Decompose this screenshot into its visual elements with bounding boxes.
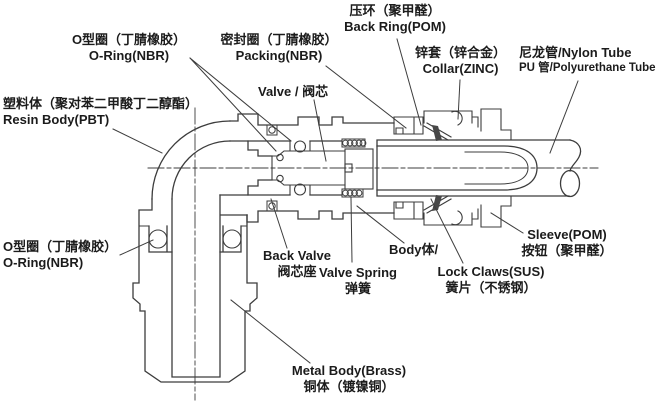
label-metal-body-zh: 铜体（镀镍铜） [303,378,395,394]
leader-lines [112,38,579,364]
label-back-valve: Back Valve 阀芯座 [256,248,338,280]
label-lock-claws: Lock Claws(SUS) 簧片（不锈钢） [435,264,547,296]
label-back-ring-zh: 压环（聚甲醛） [349,3,441,18]
label-collar: 锌套（锌合金） Collar(ZINC) [408,45,513,77]
valve-spring-section [341,138,367,198]
port-parts-bottom [393,195,512,228]
valve-outline [271,140,346,196]
label-valve-spring: Valve Spring 弹簧 [315,265,401,297]
label-back-valve-en: Back Valve [263,248,331,263]
oring-sections-metal-body [148,229,242,249]
label-oring-left-zh: O型圈（丁腈橡胶） [3,239,118,254]
label-back-ring: 压环（聚甲醛） Back Ring(POM) [336,3,454,35]
label-lock-claws-zh: 簧片（不锈钢） [445,279,537,295]
label-sleeve: Sleeve(POM) 按钮（聚甲醛） [514,227,620,259]
label-packing-en: Packing(NBR) [235,47,323,63]
label-resin-body-en: Resin Body(PBT) [3,111,110,127]
label-valve: Valve / 阀芯 [258,84,328,100]
label-body: Body体/ [389,242,438,258]
resin-body-outline [151,113,395,223]
label-packing: 密封圈（丁腈橡胶） Packing(NBR) [213,32,345,64]
centerlines [147,107,599,401]
label-oring-top: O型圈（丁腈橡胶） O-Ring(NBR) [64,32,194,64]
label-packing-zh: 密封圈（丁腈橡胶） [220,32,338,47]
label-oring-top-zh: O型圈（丁腈橡胶） [71,32,187,47]
label-valve-spring-en: Valve Spring [318,265,398,280]
label-lock-claws-en: Lock Claws(SUS) [437,264,545,279]
label-valve-spring-zh: 弹簧 [344,280,371,296]
label-back-valve-zh: 阀芯座 [277,263,317,279]
label-oring-left-en: O-Ring(NBR) [3,254,84,270]
label-collar-zh: 锌套（锌合金） [414,45,506,60]
label-metal-body-en: Metal Body(Brass) [291,363,407,378]
label-metal-body: Metal Body(Brass) 铜体（镀镍铜） [288,363,410,395]
label-nylon-tube-line2: PU 管/Polyurethane Tube [519,61,656,74]
label-sleeve-en: Sleeve(POM) [527,227,607,242]
label-nylon-tube-line1: 尼龙管/Nylon Tube [519,45,632,60]
label-body-text: Body体/ [389,242,439,257]
port-parts-top [393,108,512,141]
label-nylon-tube: 尼龙管/Nylon Tube PU 管/Polyurethane Tube [519,45,662,75]
label-oring-left: O型圈（丁腈橡胶） O-Ring(NBR) [3,239,117,271]
tube-outline [376,139,582,198]
label-valve-text: Valve / 阀芯 [258,84,329,99]
label-resin-body-zh: 塑料体（聚对苯二甲酸丁二醇酯） [3,96,199,111]
back-valve-outline [344,148,374,190]
label-back-ring-en: Back Ring(POM) [344,18,446,34]
label-collar-en: Collar(ZINC) [422,60,499,76]
label-resin-body: 塑料体（聚对苯二甲酸丁二醇酯） Resin Body(PBT) [3,96,198,128]
label-sleeve-zh: 按钮（聚甲醛） [521,242,613,258]
label-oring-top-en: O-Ring(NBR) [88,47,170,63]
